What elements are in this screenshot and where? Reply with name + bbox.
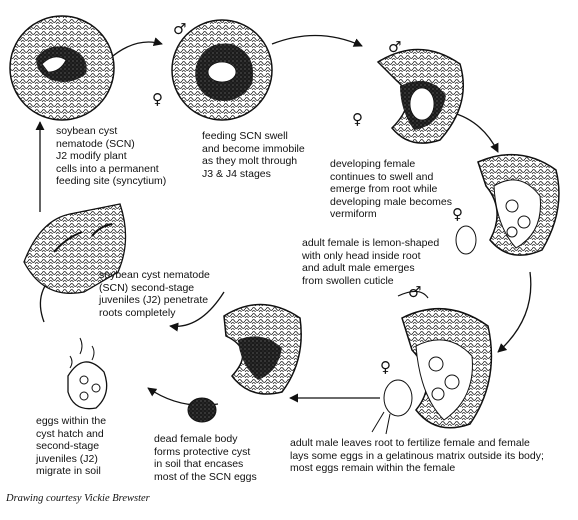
arrow-3-to-4 (449, 111, 499, 153)
arrow-1-to-2 (107, 37, 163, 61)
stage-6-root-section (223, 303, 302, 395)
female-symbol: ♀ (152, 90, 163, 108)
stage-7-cyst (187, 397, 217, 423)
caption-eggs: eggs within the cyst hatch and second-st… (36, 415, 107, 478)
male-symbol: ♂ (173, 20, 187, 38)
caption-adult: adult female is lemon-shaped with only h… (302, 237, 440, 287)
drawing-credit: Drawing courtesy Vickie Brewster (6, 493, 150, 504)
caption-syncytium: soybean cyst nematode (SCN) J2 modify pl… (56, 125, 167, 188)
arrow-7-to-9 (169, 291, 225, 332)
stage-5-root-section (371, 307, 493, 435)
stage-8-cyst-hatching (67, 337, 108, 410)
female-symbol: ♀ (380, 358, 391, 376)
female-symbol: ♀ (452, 205, 463, 223)
caption-dead: dead female body forms protective cyst i… (154, 433, 257, 483)
female-symbol: ♀ (352, 110, 363, 128)
stage-1-root-section (9, 15, 115, 121)
male-symbol: ♂ (388, 38, 402, 56)
arrow-4-to-5 (497, 271, 532, 353)
stage-3-root-section (376, 48, 464, 144)
male-symbol: ♂ (408, 283, 422, 301)
caption-developing: developing female continues to swell and… (330, 158, 452, 221)
caption-fertilize: adult male leaves root to fertilize fema… (290, 437, 544, 475)
stage-2-root-section (171, 19, 273, 121)
caption-penetrate: soybean cyst nematode (SCN) second-stage… (99, 269, 210, 319)
arrow-2-to-3 (271, 34, 363, 47)
caption-swell: feeding SCN swell and become immobile as… (202, 130, 305, 180)
stage-4-root-section (397, 153, 560, 299)
stage-9-root-tip (23, 203, 127, 294)
